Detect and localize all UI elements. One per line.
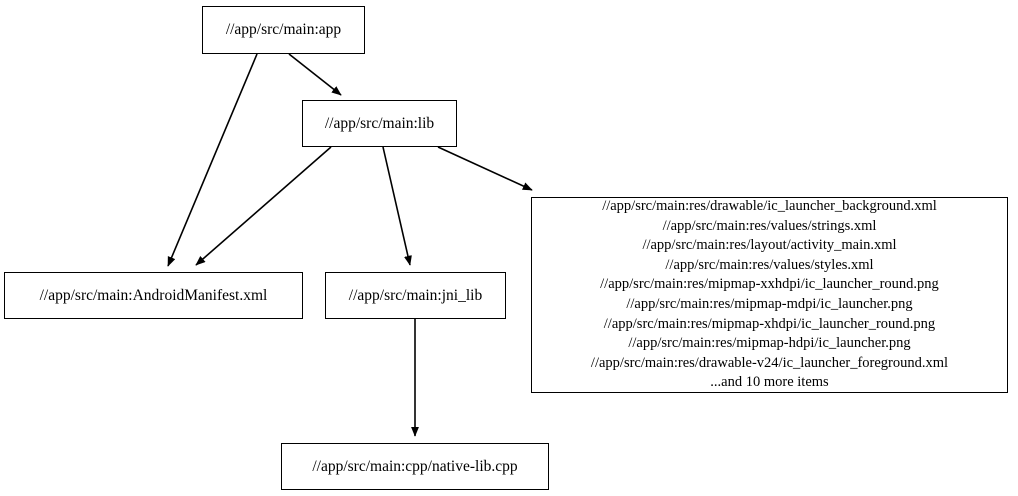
node-native-lib-cpp-label: //app/src/main:cpp/native-lib.cpp [312,457,518,475]
edge-lib-to-resources [437,146,533,191]
node-lib-label: //app/src/main:lib [324,114,435,132]
node-app-label: //app/src/main:app [225,21,342,39]
node-resources-group-label: //app/src/main:res/drawable/ic_launcher_… [590,198,949,391]
edge-app-to-androidmanifest [167,53,258,267]
edge-lib-to-jni-lib [382,146,412,266]
node-jni-lib-label: //app/src/main:jni_lib [348,286,483,304]
node-androidmanifest-xml-label: //app/src/main:AndroidManifest.xml [39,286,268,304]
node-androidmanifest-xml[interactable]: //app/src/main:AndroidManifest.xml [4,272,303,319]
edge-lib-to-androidmanifest [195,146,332,266]
edge-app-to-lib [288,53,342,96]
node-app[interactable]: //app/src/main:app [202,6,365,54]
node-resources-group[interactable]: //app/src/main:res/drawable/ic_launcher_… [531,197,1008,393]
node-lib[interactable]: //app/src/main:lib [302,100,457,147]
node-native-lib-cpp[interactable]: //app/src/main:cpp/native-lib.cpp [281,443,549,490]
node-jni-lib[interactable]: //app/src/main:jni_lib [325,272,506,319]
